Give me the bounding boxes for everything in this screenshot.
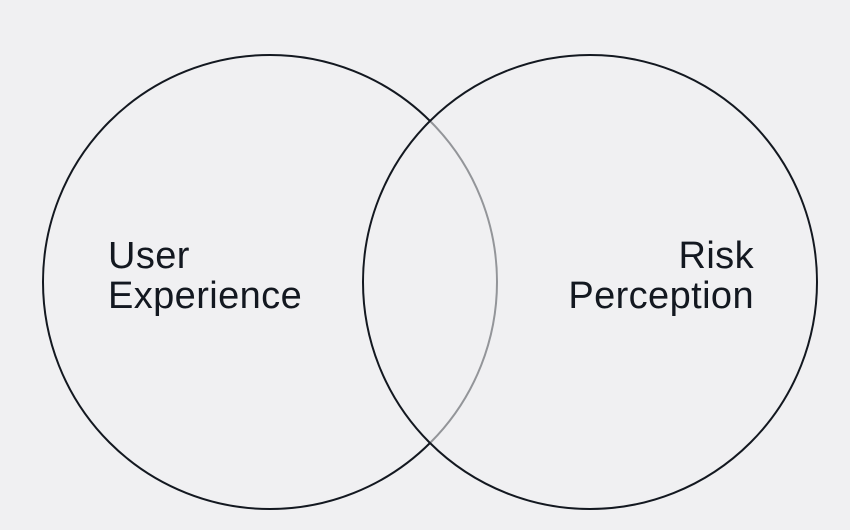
label-line: User: [108, 235, 190, 277]
risk-perception-circle: [362, 54, 818, 510]
label-line: Experience: [108, 275, 303, 317]
risk-perception-label: Risk Perception: [568, 236, 754, 316]
label-line: Risk: [678, 235, 754, 277]
user-experience-label: User Experience: [108, 236, 302, 316]
label-line: Perception: [568, 275, 754, 317]
